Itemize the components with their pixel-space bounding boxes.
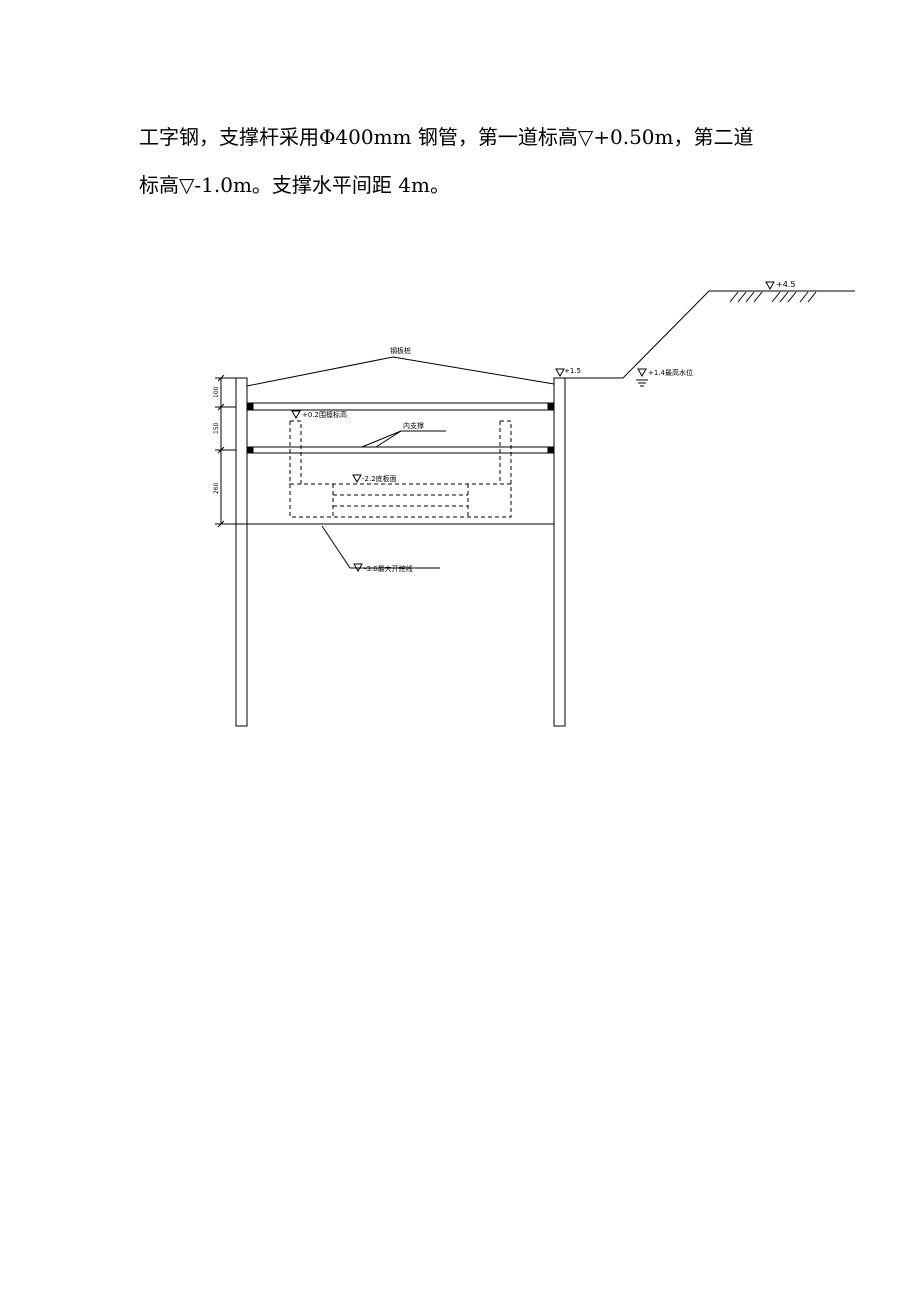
upper-strut-right-end: [547, 402, 555, 411]
paragraph-line-2: 标高▽-1.0m。支撑水平间距 4m。: [139, 173, 450, 197]
ground-slope-line: [565, 290, 855, 379]
elev-symbol-waler: [291, 410, 301, 420]
inner-support-leader-2: [375, 430, 402, 448]
elev-symbol-ground: [765, 281, 775, 291]
elev-base-label: -2.2底板面: [362, 474, 397, 483]
lower-strut-right-end: [547, 446, 555, 454]
left-sheet-pile: [235, 377, 248, 727]
elev-symbol-excavation: [353, 563, 363, 573]
elev-pile-top-label: +1.5: [564, 367, 581, 375]
upper-strut-left-end: [246, 402, 254, 411]
pile-top-peak-line: [246, 356, 555, 387]
sheet-pile-label: 钢板桩: [390, 346, 411, 355]
elev-symbol-base: [352, 474, 362, 484]
elev-excavation-label: -3.6最大开挖线: [364, 564, 413, 573]
elev-waler-label: +0.2围檩标高: [302, 410, 347, 419]
excavation-leader: [321, 525, 351, 569]
elev-symbol-pile-top: [555, 368, 565, 378]
dashed-base-slab: [289, 483, 512, 518]
inner-support-leader-1: [361, 430, 402, 448]
ground-hatch: [729, 291, 817, 303]
elev-symbol-water: [637, 368, 647, 378]
dim-label-100: 100: [213, 386, 220, 398]
right-sheet-pile: [553, 377, 566, 727]
elev-ground-label: +4.5: [776, 280, 795, 289]
paragraph-line-1: 工字钢，支撑杆采用Φ400mm 钢管，第一道标高▽+0.50m，第二道: [139, 125, 754, 149]
dashed-right-column: [499, 420, 512, 484]
lower-strut-left-end: [246, 446, 254, 454]
elev-water-label: +1.4最高水位: [648, 368, 693, 377]
dashed-left-column: [289, 420, 302, 484]
dim-label-260: 260: [213, 482, 220, 494]
inner-support-label: 内支撑: [403, 421, 424, 430]
dim-label-150: 150: [213, 422, 220, 434]
